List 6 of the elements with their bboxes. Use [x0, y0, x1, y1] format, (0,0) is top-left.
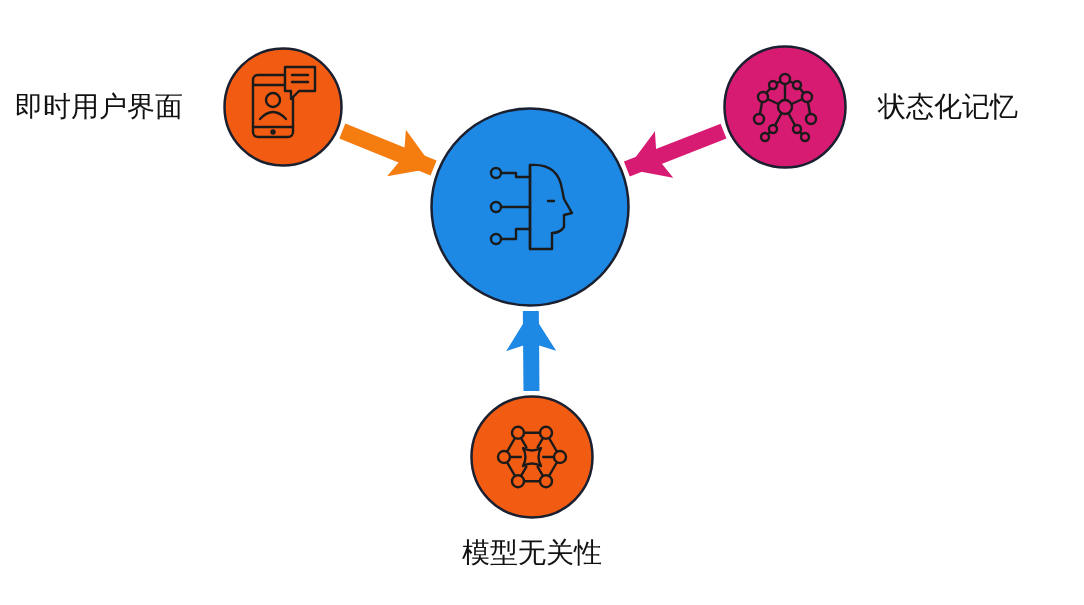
node-label: 状态化记忆	[878, 90, 1018, 124]
arrow	[623, 123, 727, 178]
arrow	[506, 310, 557, 392]
arrow	[339, 123, 437, 177]
node-label: 模型无关性	[462, 536, 602, 570]
node-label: 即时用户界面	[15, 90, 183, 124]
